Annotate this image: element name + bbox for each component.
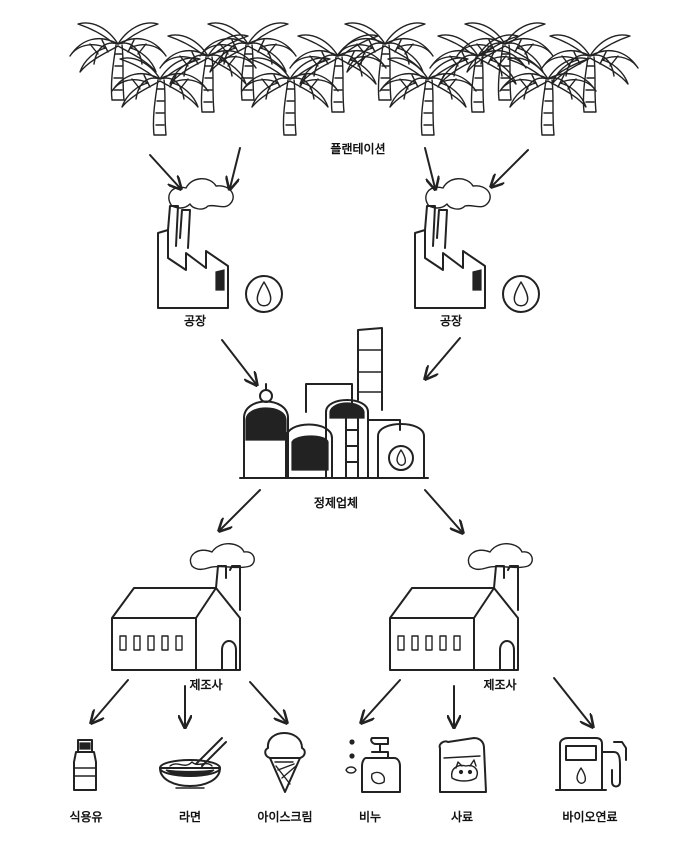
product-label-soap: 비누 — [358, 810, 382, 824]
ice-cream-cone-icon — [264, 732, 306, 793]
soap-dispenser-icon — [345, 737, 401, 793]
arrows-refinery-to-manufacturers — [220, 489, 462, 532]
plantation-palms — [69, 22, 639, 136]
manufacturer-building-left — [111, 542, 256, 671]
pet-food-bag-icon — [438, 737, 487, 793]
arrows-plantation-to-factories — [149, 147, 529, 188]
arrows-manufacturers-to-products — [92, 677, 592, 726]
oil-mill-factory-left — [157, 177, 283, 313]
manufacturer-label-right: 제조사 — [483, 678, 517, 692]
oil-bottle-icon — [73, 739, 97, 791]
product-label-biofuel: 바이오연료 — [562, 810, 618, 824]
product-label-ramen: 라면 — [178, 810, 202, 824]
manufacturer-label-left: 제조사 — [189, 678, 223, 692]
oil-mill-factory-right — [414, 177, 540, 313]
product-label-feed: 사료 — [450, 810, 474, 824]
arrows-factories-to-refinery — [221, 337, 461, 384]
product-label-cooking-oil: 식용유 — [69, 810, 103, 824]
manufacturer-building-right — [389, 542, 534, 671]
factory-label-right: 공장 — [439, 314, 463, 328]
factory-label-left: 공장 — [183, 314, 207, 328]
refinery-plant — [239, 327, 429, 479]
ramen-bowl-icon — [159, 737, 227, 789]
refinery-label: 정제업체 — [313, 496, 359, 510]
product-label-ice-cream: 아이스크림 — [257, 810, 313, 824]
fuel-pump-icon — [555, 737, 627, 791]
plantation-label: 플랜테이션 — [330, 142, 386, 156]
